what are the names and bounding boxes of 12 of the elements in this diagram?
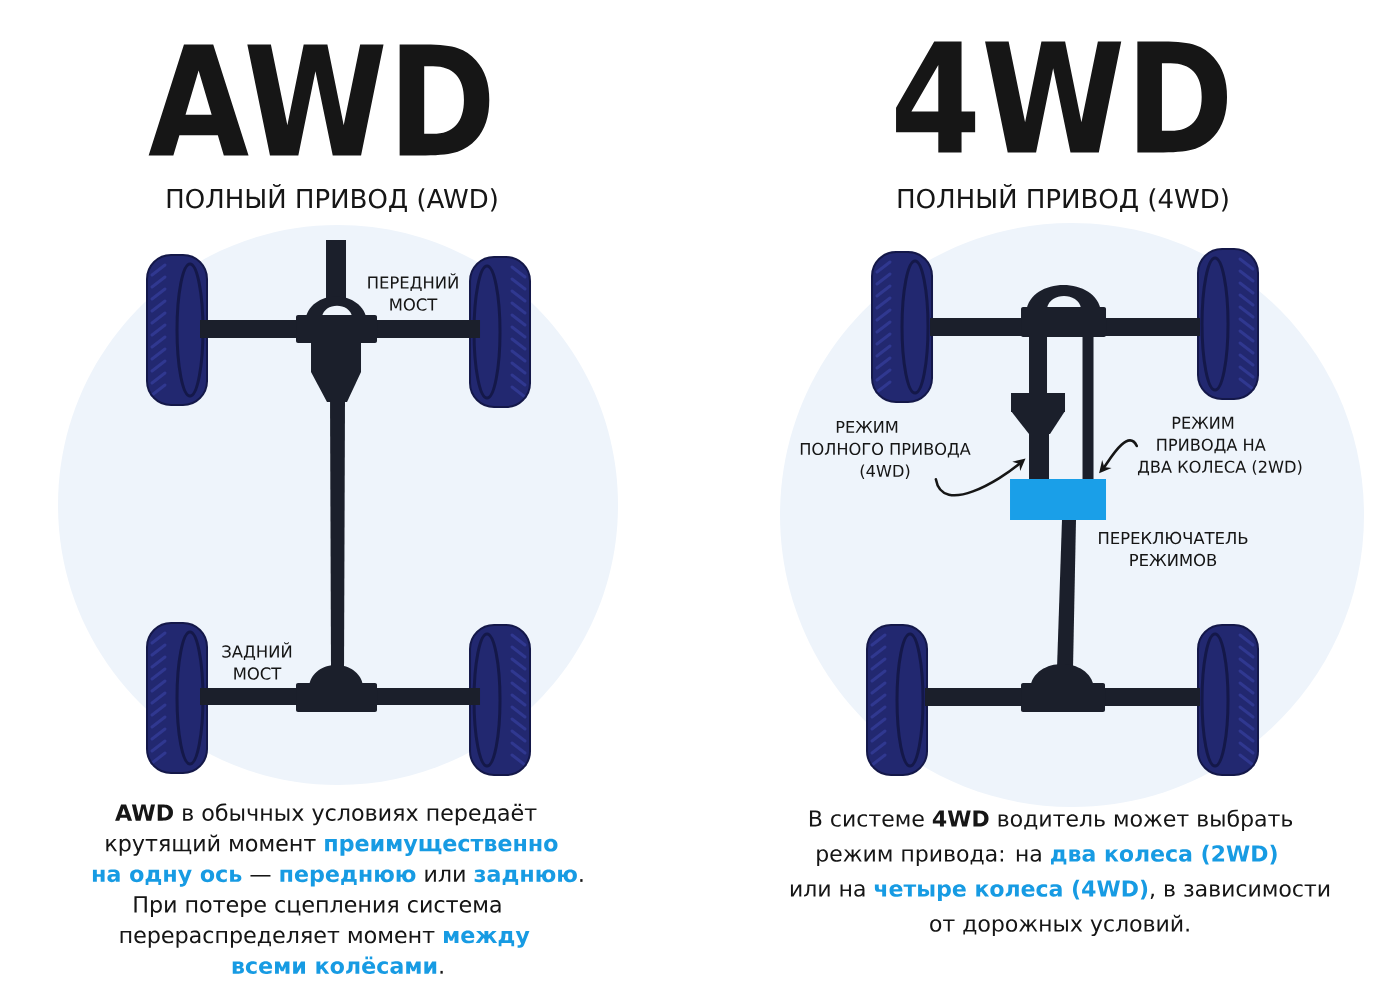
mode-label: РЕЖИМ ПРИВОДА НА ДВА КОЛЕСА (2WD) — [1137, 416, 1302, 476]
heading: 4WD — [896, 41, 1227, 153]
part-label: ПЕРЕКЛЮЧАТЕЛЬ РЕЖИМОВ — [1099, 531, 1248, 567]
part-label: ЗАДНИЙ МОСТ — [222, 642, 292, 680]
mode-label: РЕЖИМ ПОЛНОГО ПРИВОДА (4WD) — [800, 421, 971, 479]
drive-shaft — [1029, 433, 1049, 479]
heading: AWD — [148, 44, 490, 156]
description-text: AWD в обычных условиях передаёт крутящий момент преимущественно на одну ось — переднюю или заднюю. При потере сцепления система перераспределяет момент между всеми колёсами. — [92, 803, 583, 974]
subtitle: ПОЛНЫЙ ПРИВОД (4WD) — [898, 183, 1228, 213]
part-label: ПЕРЕДНИЙ МОСТ — [368, 273, 458, 311]
subtitle: ПОЛНЫЙ ПРИВОД (AWD) — [167, 183, 497, 213]
description-text: В системе 4WD водитель может выбрать режим привода: на два колеса (2WD) или на четыре колеса (4WD), в зависимости от дорожных условий. — [790, 809, 1330, 937]
